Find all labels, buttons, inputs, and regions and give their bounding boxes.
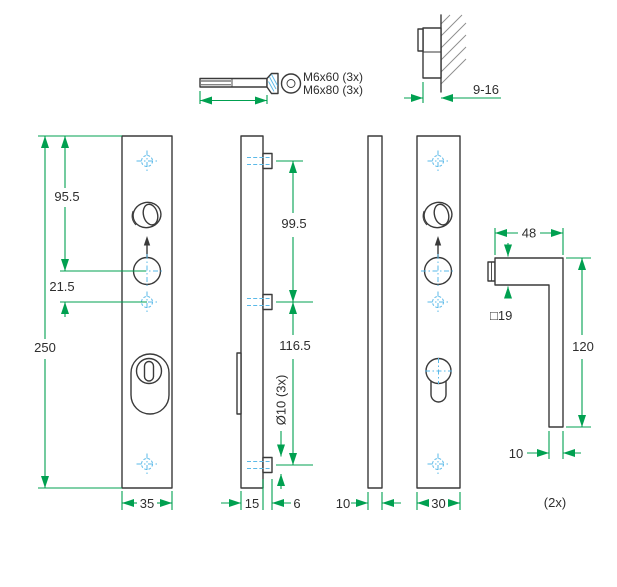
dim-handle-thickness: 10: [509, 446, 523, 461]
screw-label-2: M6x80 (3x): [303, 83, 363, 97]
handle-side-view: [487, 257, 564, 428]
screw-head-end-view: [280, 73, 302, 94]
dim-bottom-span: 116.5: [279, 338, 311, 353]
wall-section-detail: 9-16: [404, 14, 501, 103]
dim-boss-length: 6: [293, 496, 300, 511]
dim-square-label: □19: [490, 308, 512, 323]
fixing-boss: [262, 152, 273, 170]
plate-side-view: [236, 135, 273, 489]
dim-inside-width: 30: [431, 496, 445, 511]
cylinder-bulge: [236, 352, 242, 415]
dimension-labels: 95.5 21.5 250 35 99.5 116.5 Ø10 (3x) 15 …: [34, 189, 594, 511]
plate-cross-section: [422, 27, 442, 79]
dim-plate-thickness: 15: [245, 496, 259, 511]
dimension-lines: [38, 135, 591, 510]
dim-handle-to-cross: 21.5: [49, 279, 74, 294]
outside-plate-front: [121, 135, 173, 489]
handle-quantity: (2x): [544, 495, 566, 510]
handle-lever: [494, 257, 564, 428]
fixing-boss: [262, 456, 273, 474]
dim-adjust-range: 9-16: [473, 82, 499, 97]
screw-shaft: [199, 77, 268, 88]
screw-detail: M6x60 (3x) M6x80 (3x): [199, 70, 363, 105]
dim-outside-width: 35: [140, 496, 154, 511]
dim-top-span: 99.5: [281, 216, 306, 231]
backplate-body: [367, 135, 383, 489]
inside-plate-front: [416, 135, 461, 489]
dim-total-height: 250: [34, 340, 56, 355]
dim-grip-length: 48: [522, 226, 536, 241]
dim-handle-height: 120: [572, 339, 594, 354]
dim-backplate-thickness: 10: [336, 496, 350, 511]
screw-label-1: M6x60 (3x): [303, 70, 363, 84]
dim-boss-diameter: Ø10 (3x): [274, 375, 289, 426]
plate-side-body: [240, 135, 264, 489]
dim-top-to-handle: 95.5: [54, 189, 79, 204]
backplate-side-view: [367, 135, 383, 489]
fixing-boss: [262, 293, 273, 311]
